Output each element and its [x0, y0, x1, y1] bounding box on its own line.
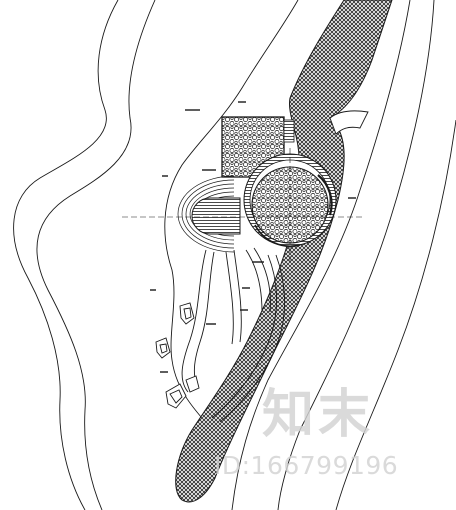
annotation-marks	[150, 101, 356, 373]
amphitheater-stage	[191, 197, 241, 235]
boulders	[155, 302, 200, 409]
terrace-steps	[283, 119, 295, 143]
hatched-planting-strip	[175, 0, 393, 503]
river-bank-lines	[13, 0, 456, 510]
winding-footpaths	[181, 247, 285, 423]
circular-plaza	[243, 153, 337, 247]
plan-axis-lines	[122, 148, 362, 262]
riverside-path-edge	[329, 110, 369, 135]
